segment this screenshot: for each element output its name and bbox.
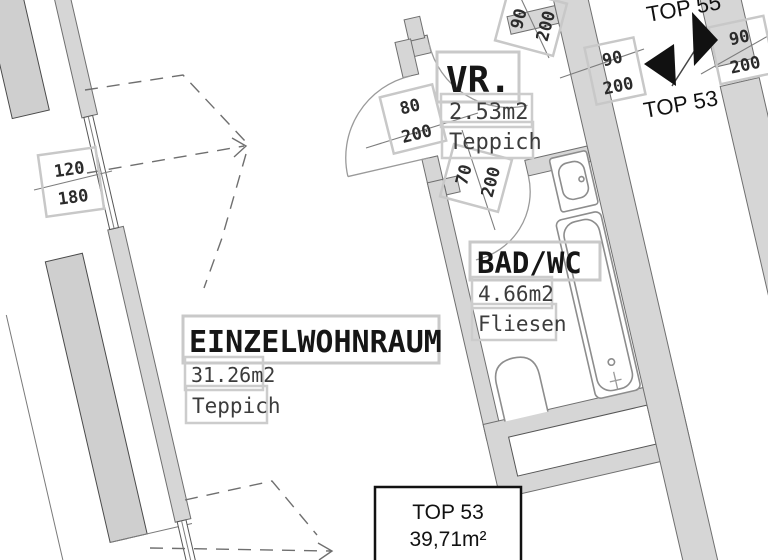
room-label-wohnraum: EINZELWOHNRAUM 31.26m2 Teppich xyxy=(181,314,442,425)
room-label-vr-floor-box xyxy=(440,120,535,160)
unit-summary-area: 39,71m² xyxy=(409,528,486,551)
dashed-arrow-top-tail xyxy=(203,153,247,289)
wall-top-jamb xyxy=(403,15,426,42)
room-label-vr-box xyxy=(435,50,521,104)
room-label-bad-box xyxy=(468,240,602,282)
dim-door-bath-num: 70 xyxy=(452,162,477,187)
dim-door-top53-box xyxy=(583,35,647,107)
dim-door-top55: 90 200 xyxy=(707,14,768,86)
dim-door-room-box xyxy=(378,82,448,156)
leader-door-top53 xyxy=(559,48,645,79)
leader-door-room xyxy=(365,112,479,149)
room-label-wohnraum-area-box xyxy=(183,355,265,392)
room-label-vr-floor: Teppich xyxy=(449,130,542,155)
toilet xyxy=(494,356,549,422)
dashed-arrow-top-head xyxy=(231,137,248,158)
room-label-bad-name: BAD/WC xyxy=(477,246,582,280)
unit-summary-box: TOP 53 39,71m² xyxy=(373,485,523,560)
dashed-arrow-top xyxy=(84,74,248,289)
wall-neighbour-lower xyxy=(719,76,768,338)
leader-door-entry xyxy=(521,0,550,59)
bathtub xyxy=(555,211,641,399)
corridor-door-leaf-line xyxy=(671,49,696,87)
dashed-arrow-bottom-edge xyxy=(184,480,318,536)
wall-corridor xyxy=(552,0,721,560)
entrance-triangle-right xyxy=(692,12,718,66)
dim-window-left: 120 180 xyxy=(36,145,106,219)
dim-door-top53-num: 90 xyxy=(600,47,624,71)
dashed-arrow-bottom-head xyxy=(317,542,334,560)
room-label-vr-area-box xyxy=(439,92,534,129)
dim-window-left-num: 120 xyxy=(53,158,86,182)
dim-door-bath-box xyxy=(438,142,514,214)
room-label-vr: VR. 2.53m2 Teppich xyxy=(435,50,542,160)
room-label-wohnraum-floor: Teppich xyxy=(192,394,281,418)
window-left-lower xyxy=(176,519,221,560)
dim-window-left-box xyxy=(36,145,106,219)
dashed-arrow-top-edge xyxy=(84,74,246,142)
label-top53: TOP 53 xyxy=(642,85,720,123)
door-arc-bath xyxy=(475,175,531,261)
dim-door-room-num: 80 xyxy=(398,95,423,119)
entrance-triangle-left xyxy=(644,44,676,86)
bathtub-drain xyxy=(607,358,616,367)
dim-door-top55-box xyxy=(707,14,768,86)
sink-basin xyxy=(557,160,590,201)
unit-summary-name: TOP 53 xyxy=(412,501,484,524)
window-left-glazing-line xyxy=(87,116,115,229)
room-label-bad: BAD/WC 4.66m2 Fliesen xyxy=(468,240,602,342)
window-lower-frame xyxy=(176,519,221,560)
window-lower-glazing-line xyxy=(181,520,216,560)
dim-door-bath-den: 200 xyxy=(478,165,505,200)
dashed-arrow-bottom xyxy=(149,480,334,560)
dashed-arrow-bottom-shaft xyxy=(149,547,332,552)
sink xyxy=(548,150,599,213)
room-label-wohnraum-area: 31.26m2 xyxy=(191,363,275,387)
room-label-bad-area-box xyxy=(470,275,554,310)
window-left xyxy=(83,114,120,231)
wall-window-top xyxy=(50,0,99,119)
sink-drain xyxy=(578,175,585,183)
bathtub-faucet xyxy=(609,371,622,390)
room-label-wohnraum-floor-box xyxy=(184,384,269,425)
dim-door-top53: 90 200 xyxy=(583,35,647,107)
room-label-bad-area: 4.66m2 xyxy=(478,282,554,306)
room-label-bad-floor-box xyxy=(470,302,558,342)
unit-summary-border xyxy=(373,485,523,560)
leader-door-top55 xyxy=(700,35,768,75)
dashed-arrow-top-shaft xyxy=(86,145,245,174)
room-label-wohnraum-box xyxy=(181,314,441,365)
door-arc-room xyxy=(345,75,412,177)
room-label-bad-floor: Fliesen xyxy=(478,312,567,336)
door-leaf-room xyxy=(347,157,430,178)
room-label-wohnraum-name: EINZELWOHNRAUM xyxy=(189,325,442,360)
dim-window-left-den: 180 xyxy=(57,186,90,210)
site-boundary-line xyxy=(5,314,104,560)
dim-door-top55-num: 90 xyxy=(727,26,751,50)
dim-door-entry-box xyxy=(493,0,569,58)
wall-strip-inner-top xyxy=(0,0,50,120)
